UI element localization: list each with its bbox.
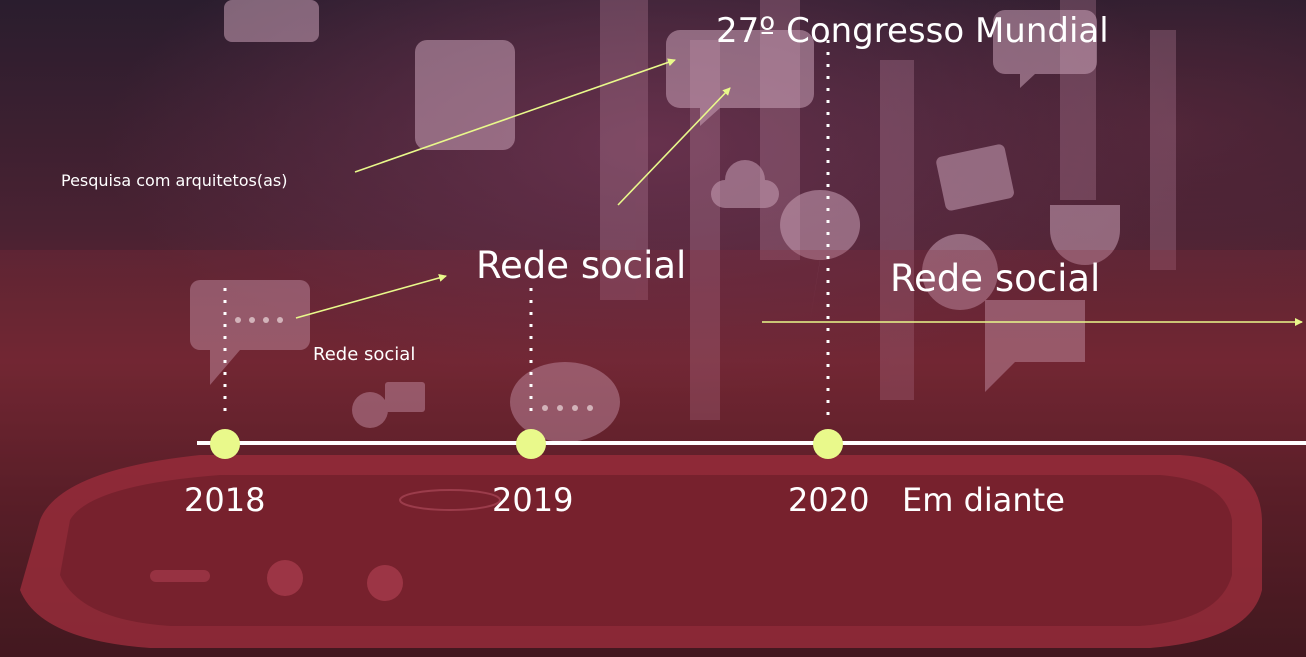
social-network-label-2018: Rede social [313,344,416,365]
onward-label: Em diante [902,481,1065,519]
tint-overlay [0,250,1306,657]
inbox-icon [224,0,319,42]
milestone-dot-2020 [813,429,843,459]
year-label-2020: 2020 [788,481,870,519]
chat-bubble-icon [985,300,1085,392]
social-network-label-2019: Rede social [476,244,687,287]
arrow-2018-to-2019 [295,274,447,319]
gamepad-icon [415,40,515,150]
chat-bubble-icon [666,30,814,126]
globe-icon [922,234,998,310]
chat-bubble-icon [510,362,620,442]
arrow-2019-to-congresso [617,87,731,206]
chat-bubble-icon [780,190,861,320]
milestone-dot-2019 [516,429,546,459]
congress-title: 27º Congresso Mundial [716,11,1109,51]
cloud-upload-icon [711,160,779,208]
year-label-2018: 2018 [184,481,266,519]
milestone-dot-2018 [210,429,240,459]
chat-bubble-icon [993,10,1097,88]
survey-label: Pesquisa com arquitetos(as) [61,171,288,190]
smartphone-illustration [20,455,1262,648]
photo-icon [936,144,1014,211]
arrow-pesquisa-to-congresso [354,58,676,173]
coffee-cup-icon [1050,205,1120,265]
user-icon [352,392,388,428]
mail-icon [385,382,425,412]
year-label-2019: 2019 [492,481,574,519]
chat-bubble-icon [190,280,310,385]
social-network-label-2020: Rede social [890,257,1101,300]
